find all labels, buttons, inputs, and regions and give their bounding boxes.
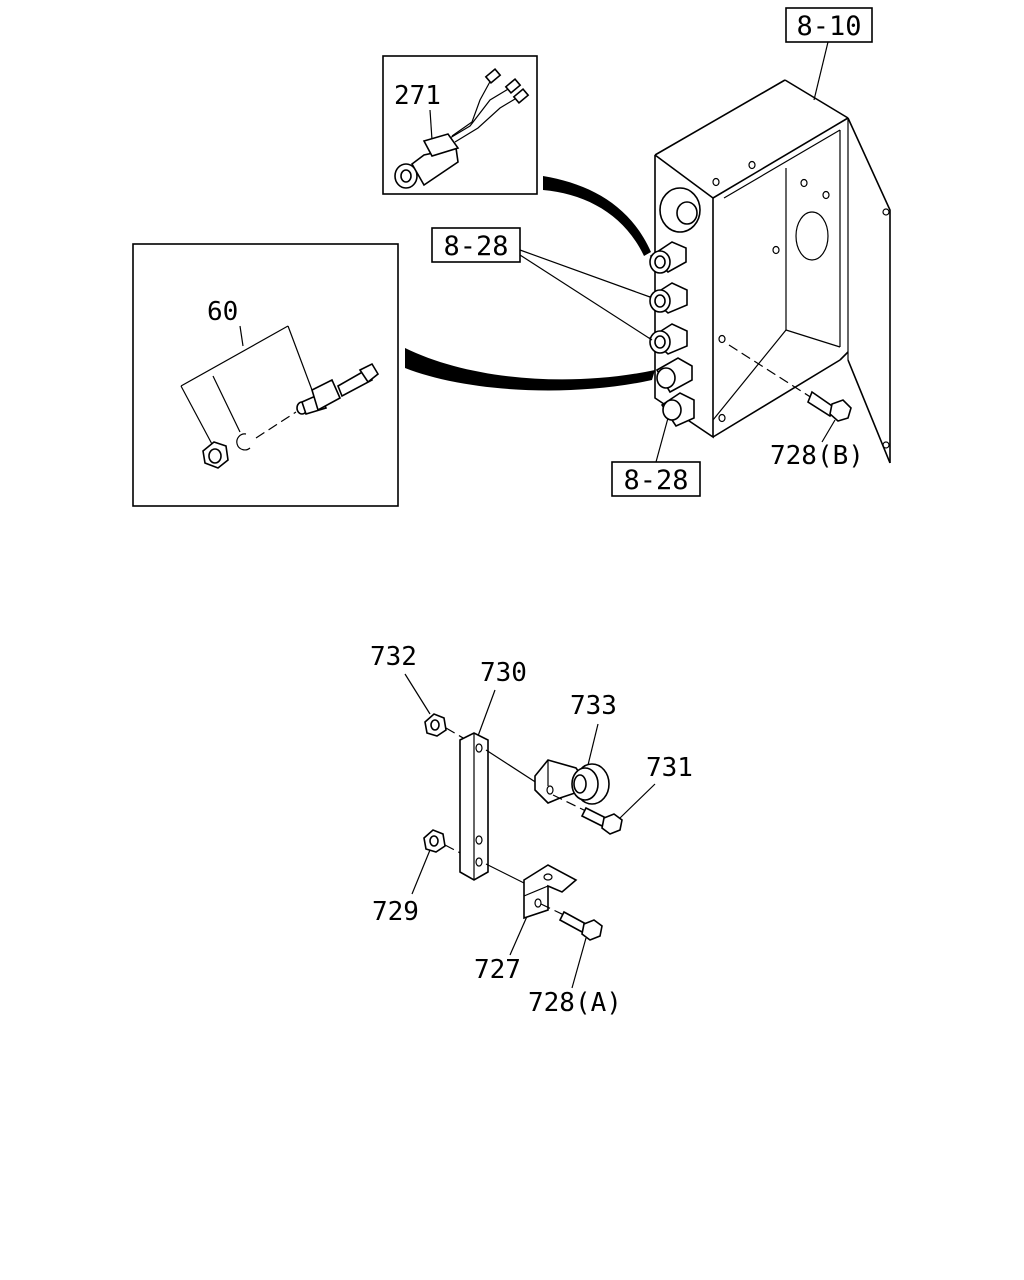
label-60: 60 [207, 297, 238, 327]
housing-lid [847, 117, 891, 464]
leader-8-28-a [519, 249, 651, 298]
bolt-728a [540, 903, 603, 941]
connector-4 [655, 357, 693, 394]
nut-729 [423, 829, 471, 859]
connector-2 [648, 282, 688, 314]
plate-730 [459, 732, 541, 885]
leader-8-28-b [519, 254, 653, 341]
leader-729 [411, 849, 431, 895]
ref-label-8-28-lower: 8-28 [623, 465, 688, 496]
bolt-728b [728, 344, 852, 443]
leader-733 [587, 723, 599, 766]
ref-box-8-28-lower[interactable]: 8-28 [611, 461, 701, 497]
label-733: 733 [570, 691, 617, 721]
connector-3 [648, 323, 688, 355]
leader-732 [404, 673, 431, 715]
leader-728a [571, 937, 587, 989]
label-729: 729 [372, 897, 419, 927]
callout-arc-60 [405, 348, 655, 391]
leader-8-10 [813, 41, 829, 101]
ref-label-8-28-upper: 8-28 [443, 231, 508, 262]
housing-box [654, 79, 849, 439]
bracket-727 [523, 864, 578, 920]
label-727: 727 [474, 955, 521, 985]
bolt-731 [552, 794, 623, 835]
connector-5 [660, 392, 695, 428]
callout-arc-271 [543, 176, 651, 256]
nut-732 [424, 713, 471, 743]
label-731: 731 [646, 753, 693, 783]
label-728b: 728(B) [770, 441, 864, 471]
leader-731 [619, 783, 656, 819]
label-730: 730 [480, 658, 527, 688]
leader-8-28-c [655, 417, 669, 463]
clamp-733 [534, 759, 610, 805]
inset-271: 271 [382, 55, 538, 195]
ref-box-8-10[interactable]: 8-10 [785, 7, 873, 43]
label-271: 271 [394, 81, 441, 111]
inset-60: 60 [132, 243, 399, 507]
label-728a: 728(A) [528, 988, 622, 1018]
ref-label-8-10: 8-10 [796, 11, 861, 42]
label-732: 732 [370, 642, 417, 672]
connector-1 [649, 241, 687, 274]
leader-730 [477, 689, 496, 737]
ref-box-8-28-upper[interactable]: 8-28 [431, 227, 521, 263]
